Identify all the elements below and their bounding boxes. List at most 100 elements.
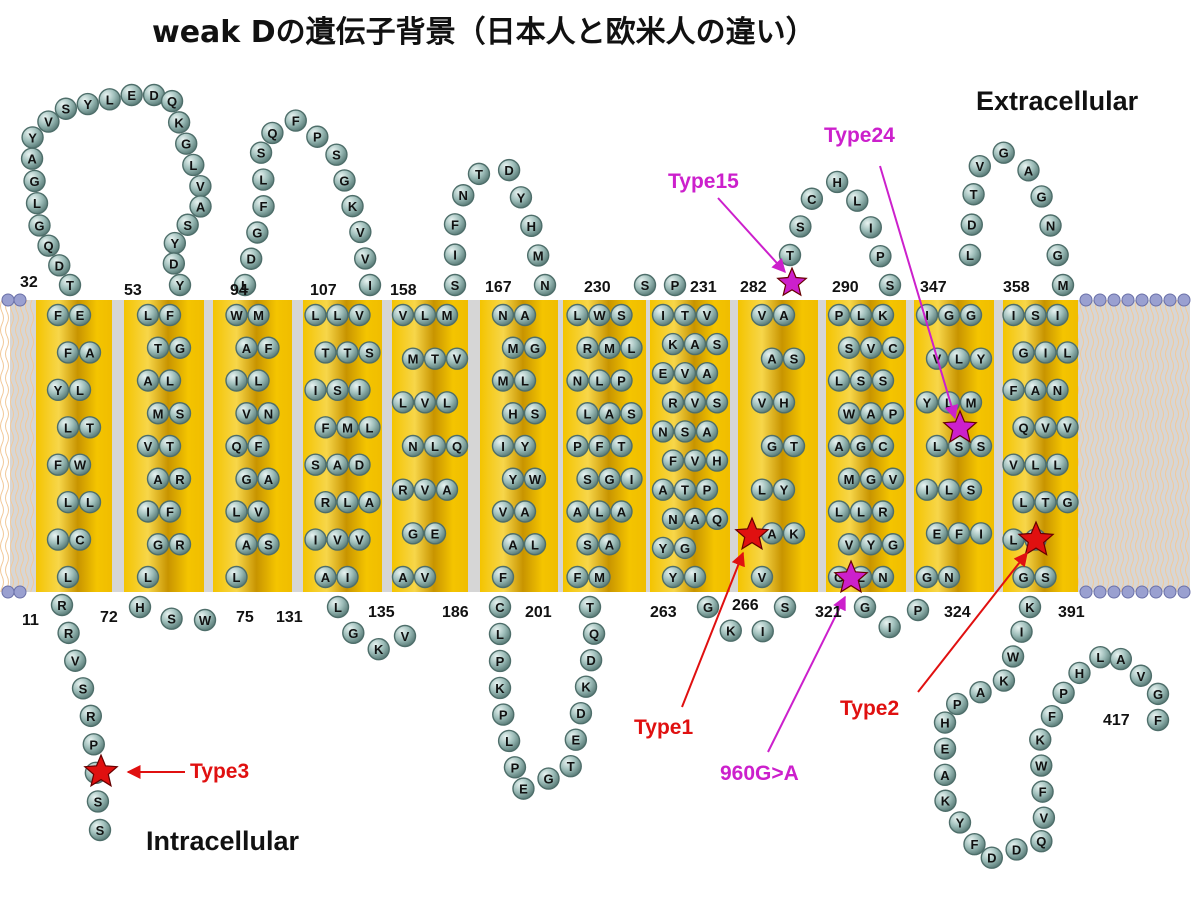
amino-acid-residue: V: [685, 392, 706, 413]
residue-letter: G: [252, 225, 262, 240]
residue-letter: V: [1040, 811, 1049, 826]
amino-acid-residue: A: [315, 567, 336, 588]
residue-letter: F: [166, 308, 174, 323]
residue-letter: D: [246, 252, 255, 267]
residue-letter: A: [690, 337, 700, 352]
amino-acid-residue: Y: [653, 537, 674, 558]
amino-acid-residue: L: [577, 403, 598, 424]
amino-acid-residue: T: [337, 342, 358, 363]
pos-135: 135: [368, 604, 395, 621]
diagram-title: weak Dの遺伝子背景（日本人と欧米人の違い）: [152, 15, 816, 50]
amino-acid-residue: A: [503, 534, 524, 555]
residue-letter: C: [878, 439, 888, 454]
amino-acid-residue: A: [258, 468, 279, 489]
lipid-head: [1178, 586, 1190, 598]
amino-acid-residue: A: [685, 334, 706, 355]
amino-acid-residue: G: [148, 534, 169, 555]
amino-acid-residue: I: [337, 567, 358, 588]
residue-letter: P: [617, 374, 626, 389]
residue-letter: T: [681, 483, 689, 498]
residue-letter: G: [408, 526, 418, 541]
amino-acid-residue: Y: [949, 812, 970, 833]
residue-letter: A: [605, 537, 615, 552]
residue-letter: L: [189, 158, 197, 173]
amino-acid-residue: F: [48, 454, 69, 475]
amino-acid-residue: H: [827, 171, 848, 192]
residue-letter: T: [322, 345, 330, 360]
residue-letter: V: [1009, 458, 1018, 473]
amino-acid-residue: V: [752, 305, 773, 326]
residue-letter: I: [146, 505, 150, 520]
amino-acid-residue: L: [99, 89, 120, 110]
amino-acid-residue: V: [327, 529, 348, 550]
amino-acid-residue: V: [1003, 454, 1024, 475]
residue-letter: L: [421, 308, 429, 323]
residue-letter: S: [311, 458, 320, 473]
residue-letter: V: [499, 505, 508, 520]
residue-letter: S: [451, 278, 460, 293]
residue-letter: L: [596, 374, 604, 389]
residue-letter: V: [355, 533, 364, 548]
residue-letter: I: [235, 374, 239, 389]
amino-acid-residue: K: [873, 305, 894, 326]
amino-acid-residue: S: [961, 479, 982, 500]
amino-acid-residue: C: [801, 188, 822, 209]
residue-letter: L: [1096, 650, 1104, 665]
amino-acid-residue: M: [337, 417, 358, 438]
amino-acid-residue: E: [70, 305, 91, 326]
amino-acid-residue: F: [567, 567, 588, 588]
residue-letter: I: [314, 383, 318, 398]
pos-391: 391: [1058, 604, 1085, 621]
pos-321: 321: [815, 604, 842, 621]
residue-letter: S: [1041, 570, 1050, 585]
amino-acid-residue: K: [169, 112, 190, 133]
amino-acid-residue: Q: [162, 91, 183, 112]
residue-letter: V: [758, 570, 767, 585]
amino-acid-residue: L: [960, 245, 981, 266]
amino-acid-residue: I: [445, 244, 466, 265]
amino-acid-residue: V: [752, 392, 773, 413]
amino-acid-residue: S: [707, 334, 728, 355]
residue-letter: R: [583, 341, 593, 356]
amino-acid-residue: F: [315, 417, 336, 438]
residue-letter: F: [166, 505, 174, 520]
residue-letter: F: [499, 570, 507, 585]
residue-letter: V: [196, 179, 205, 194]
amino-acid-residue: P: [883, 403, 904, 424]
residue-letter: L: [1064, 345, 1072, 360]
amino-acid-residue: A: [611, 501, 632, 522]
residue-letter: P: [573, 439, 582, 454]
residue-letter: L: [366, 420, 374, 435]
lipid-head: [2, 294, 14, 306]
amino-acid-residue: V: [447, 348, 468, 369]
residue-letter: W: [1007, 649, 1020, 664]
amino-acid-residue: V: [395, 626, 416, 647]
amino-acid-residue: G: [599, 468, 620, 489]
residue-letter: T: [86, 420, 94, 435]
amino-acid-residue: T: [148, 337, 169, 358]
residue-letter: I: [693, 570, 697, 585]
amino-acid-residue: I: [360, 275, 381, 296]
amino-acid-residue: W: [195, 610, 216, 631]
amino-acid-residue: F: [160, 305, 181, 326]
amino-acid-residue: T: [963, 184, 984, 205]
residue-letter: T: [344, 345, 352, 360]
amino-acid-residue: T: [560, 756, 581, 777]
residue-letter: Q: [712, 512, 722, 527]
residue-letter: K: [878, 308, 888, 323]
amino-acid-residue: M: [437, 305, 458, 326]
residue-letter: G: [703, 600, 713, 615]
residue-letter: G: [1053, 248, 1063, 263]
residue-letter: Y: [170, 236, 179, 251]
residue-letter: F: [955, 526, 963, 541]
amino-acid-residue: R: [577, 337, 598, 358]
residue-letter: G: [153, 537, 163, 552]
amino-acid-residue: V: [415, 479, 436, 500]
residue-letter: G: [922, 570, 932, 585]
amino-acid-residue: R: [315, 492, 336, 513]
residue-letter: L: [933, 439, 941, 454]
residue-letter: V: [355, 308, 364, 323]
residue-letter: A: [365, 495, 375, 510]
amino-acid-residue: L: [752, 479, 773, 500]
lipid-head: [1164, 586, 1176, 598]
